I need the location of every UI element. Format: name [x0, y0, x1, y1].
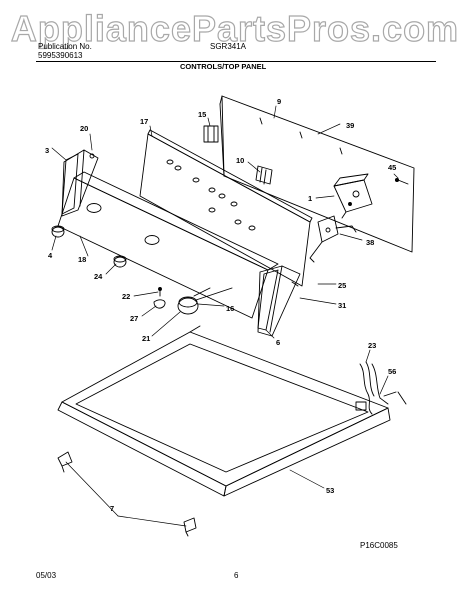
bumper-part-27	[153, 299, 166, 309]
knob-part-24	[113, 255, 127, 268]
callout-6: 6	[276, 338, 280, 347]
callout-56: 56	[388, 367, 396, 376]
section-title: CONTROLS/TOP PANEL	[180, 62, 267, 71]
switch-part-10	[255, 165, 273, 185]
publication-label: Publication No.	[38, 42, 92, 51]
callout-16: 16	[226, 304, 234, 313]
callout-15: 15	[198, 110, 206, 119]
callout-9: 9	[277, 97, 281, 106]
callout-20: 20	[80, 124, 88, 133]
bracket-part-38	[309, 215, 357, 263]
left-end-cap-part-20	[61, 149, 99, 217]
top-panel-part-53	[57, 325, 391, 497]
foot-part-7-left	[57, 451, 73, 473]
callout-23: 23	[368, 341, 376, 350]
callout-45: 45	[388, 163, 396, 172]
callout-25: 25	[338, 281, 346, 290]
console-front-panel-part-18	[57, 171, 279, 319]
callout-17: 17	[140, 117, 148, 126]
callout-4: 4	[48, 251, 53, 260]
rear-panel	[219, 95, 415, 253]
callout-31: 31	[338, 301, 346, 310]
callout-24: 24	[94, 272, 103, 281]
wire-harness-part-23	[355, 361, 407, 415]
callout-10: 10	[236, 156, 244, 165]
callout-27: 27	[130, 314, 138, 323]
timer-part-1	[333, 173, 373, 219]
clip-part-22	[158, 287, 162, 297]
footer-date: 05/03	[36, 571, 57, 580]
leader-lines	[51, 105, 399, 527]
publication-number: 5995390613	[38, 51, 83, 60]
callout-39: 39	[346, 121, 354, 130]
callout-53: 53	[326, 486, 334, 495]
callout-21: 21	[142, 334, 150, 343]
header-rule	[36, 61, 436, 62]
knob-part-16	[177, 287, 233, 315]
watermark: AppliancePartsPros.com	[10, 7, 460, 49]
switch-part-15	[203, 125, 219, 143]
page-number: 6	[234, 571, 239, 580]
callout-numbers: 9 39 15 17 20 3 10 45 1 38 4 18 24 25 22…	[45, 97, 396, 513]
screw-part-45	[394, 177, 409, 185]
callout-3: 3	[45, 146, 49, 155]
drawing-code: P16C0085	[360, 541, 398, 550]
model-number: SGR341A	[210, 42, 247, 51]
callout-1: 1	[308, 194, 312, 203]
foot-part-7-right	[183, 517, 197, 537]
callout-22: 22	[122, 292, 130, 301]
callout-38: 38	[366, 238, 374, 247]
callout-18: 18	[78, 255, 86, 264]
console-back-plate-part-17	[139, 129, 313, 287]
knob-part-4	[51, 225, 65, 238]
right-end-cap-part-6	[257, 265, 301, 337]
callout-7: 7	[110, 504, 114, 513]
